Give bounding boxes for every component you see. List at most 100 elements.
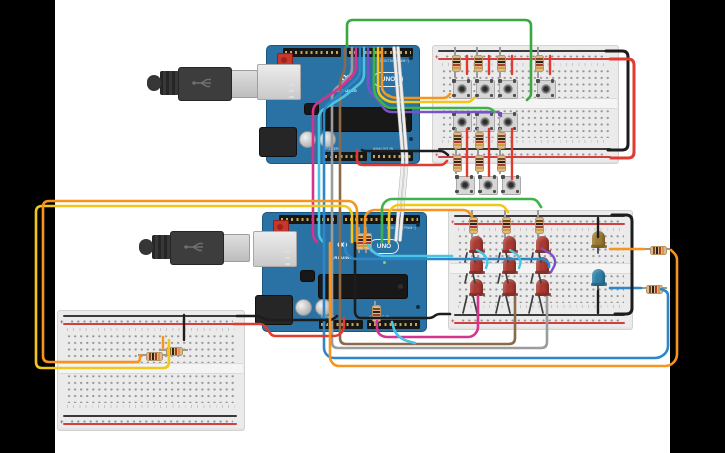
resistor[interactable] [474,151,484,174]
resistor-body [650,245,667,255]
usb-trident-icon [192,78,211,88]
resistor[interactable] [452,151,462,174]
atmega-chip [319,275,407,298]
led-red-1[interactable] [468,236,485,253]
usb-plug-piece [152,235,171,259]
resistor-body [451,55,461,72]
rail-line [63,323,237,325]
resistor[interactable] [474,128,484,151]
resistor-body [473,55,483,72]
resistor-body [468,216,478,234]
pushbutton-2[interactable] [475,79,495,99]
pushbutton-1[interactable] [452,79,472,99]
led-red-7[interactable] [468,279,485,296]
rail-plus-label: + [435,153,439,159]
small-chip [301,271,314,281]
atmega-chip [323,108,411,131]
resistor-body [166,346,183,356]
usb-plug-piece [228,70,258,98]
led-brown[interactable] [590,231,607,248]
rail-line [438,50,611,52]
resistor-body [501,216,511,234]
uno-label: UNO [373,72,403,87]
rail-plus-label: + [435,55,439,61]
capacitor [295,299,312,316]
mount-hole [416,223,420,227]
rail-plus-label: + [451,319,455,325]
pushbutton-8[interactable] [455,175,475,195]
rail-holes [69,418,233,424]
capacitor [319,131,336,148]
resistor[interactable] [644,245,671,255]
usb-plug-piece [147,75,161,91]
capacitor [299,131,316,148]
pushbutton-10[interactable] [501,175,521,195]
resistor[interactable] [496,151,506,174]
led-red-9[interactable] [534,279,551,296]
mount-hole [409,137,413,141]
chip-notch [402,117,407,122]
resistor[interactable] [159,346,188,356]
breadboard-small[interactable]: ++ [57,310,245,431]
pin-header [347,48,413,57]
pin-header [371,152,413,161]
mount-hole [327,153,331,157]
mount-hole [416,305,420,309]
pushbutton-4[interactable] [536,79,556,99]
mount-hole [409,56,413,60]
resistor[interactable] [473,47,483,78]
led-red-3[interactable] [534,236,551,253]
resistor-body [496,155,506,172]
resistor[interactable] [496,47,506,78]
resistor-body [474,132,484,149]
led-red-8[interactable] [501,279,518,296]
pushbutton-9[interactable] [478,175,498,195]
resistor-body [646,284,663,294]
resistor[interactable] [640,284,667,294]
column-numbers [67,405,235,408]
column-numbers [442,63,609,66]
resistor-body [452,132,462,149]
led-red-5[interactable] [501,257,518,274]
resistor[interactable] [534,47,544,78]
resistor-body [371,305,381,322]
led-red-2[interactable] [501,236,518,253]
resistor[interactable] [452,128,462,151]
resistor[interactable] [501,210,511,238]
tx-rx-led [289,96,294,98]
usb-plug-piece [139,239,153,255]
arduino-logo: ∞ [341,69,352,86]
resistor[interactable] [451,47,461,78]
resistor[interactable] [534,210,544,238]
board-label: DIGITAL (PWM~) [386,226,416,230]
small-chip [305,104,318,114]
resistor[interactable] [496,128,506,151]
resistor[interactable] [371,301,381,324]
led-red-4[interactable] [468,257,485,274]
arduino-brand: ARDUINO [331,255,354,260]
resistor[interactable] [468,210,478,238]
arduino-brand: ARDUINO [335,88,358,93]
rail-line [438,58,611,60]
board-label: ANALOG IN [373,147,394,151]
letterbox-left [0,0,55,453]
usb-plug-piece [178,67,232,101]
resistor-body [534,55,544,72]
pushbutton-3[interactable] [498,79,518,99]
on-led [387,94,390,97]
board-label: DIGITAL (PWM~) [379,59,409,63]
resistor-body [496,132,506,149]
led-blue[interactable] [590,269,607,286]
resistor-body [534,216,544,234]
column-numbers [67,328,235,331]
rail-line [63,415,237,417]
rail-plus-label: + [451,220,455,226]
power-jack [259,127,297,157]
led-red-6[interactable] [534,257,551,274]
on-led [383,261,386,264]
usb-plug-piece [160,71,179,95]
rail-line [63,423,237,425]
resistor[interactable] [362,227,372,253]
